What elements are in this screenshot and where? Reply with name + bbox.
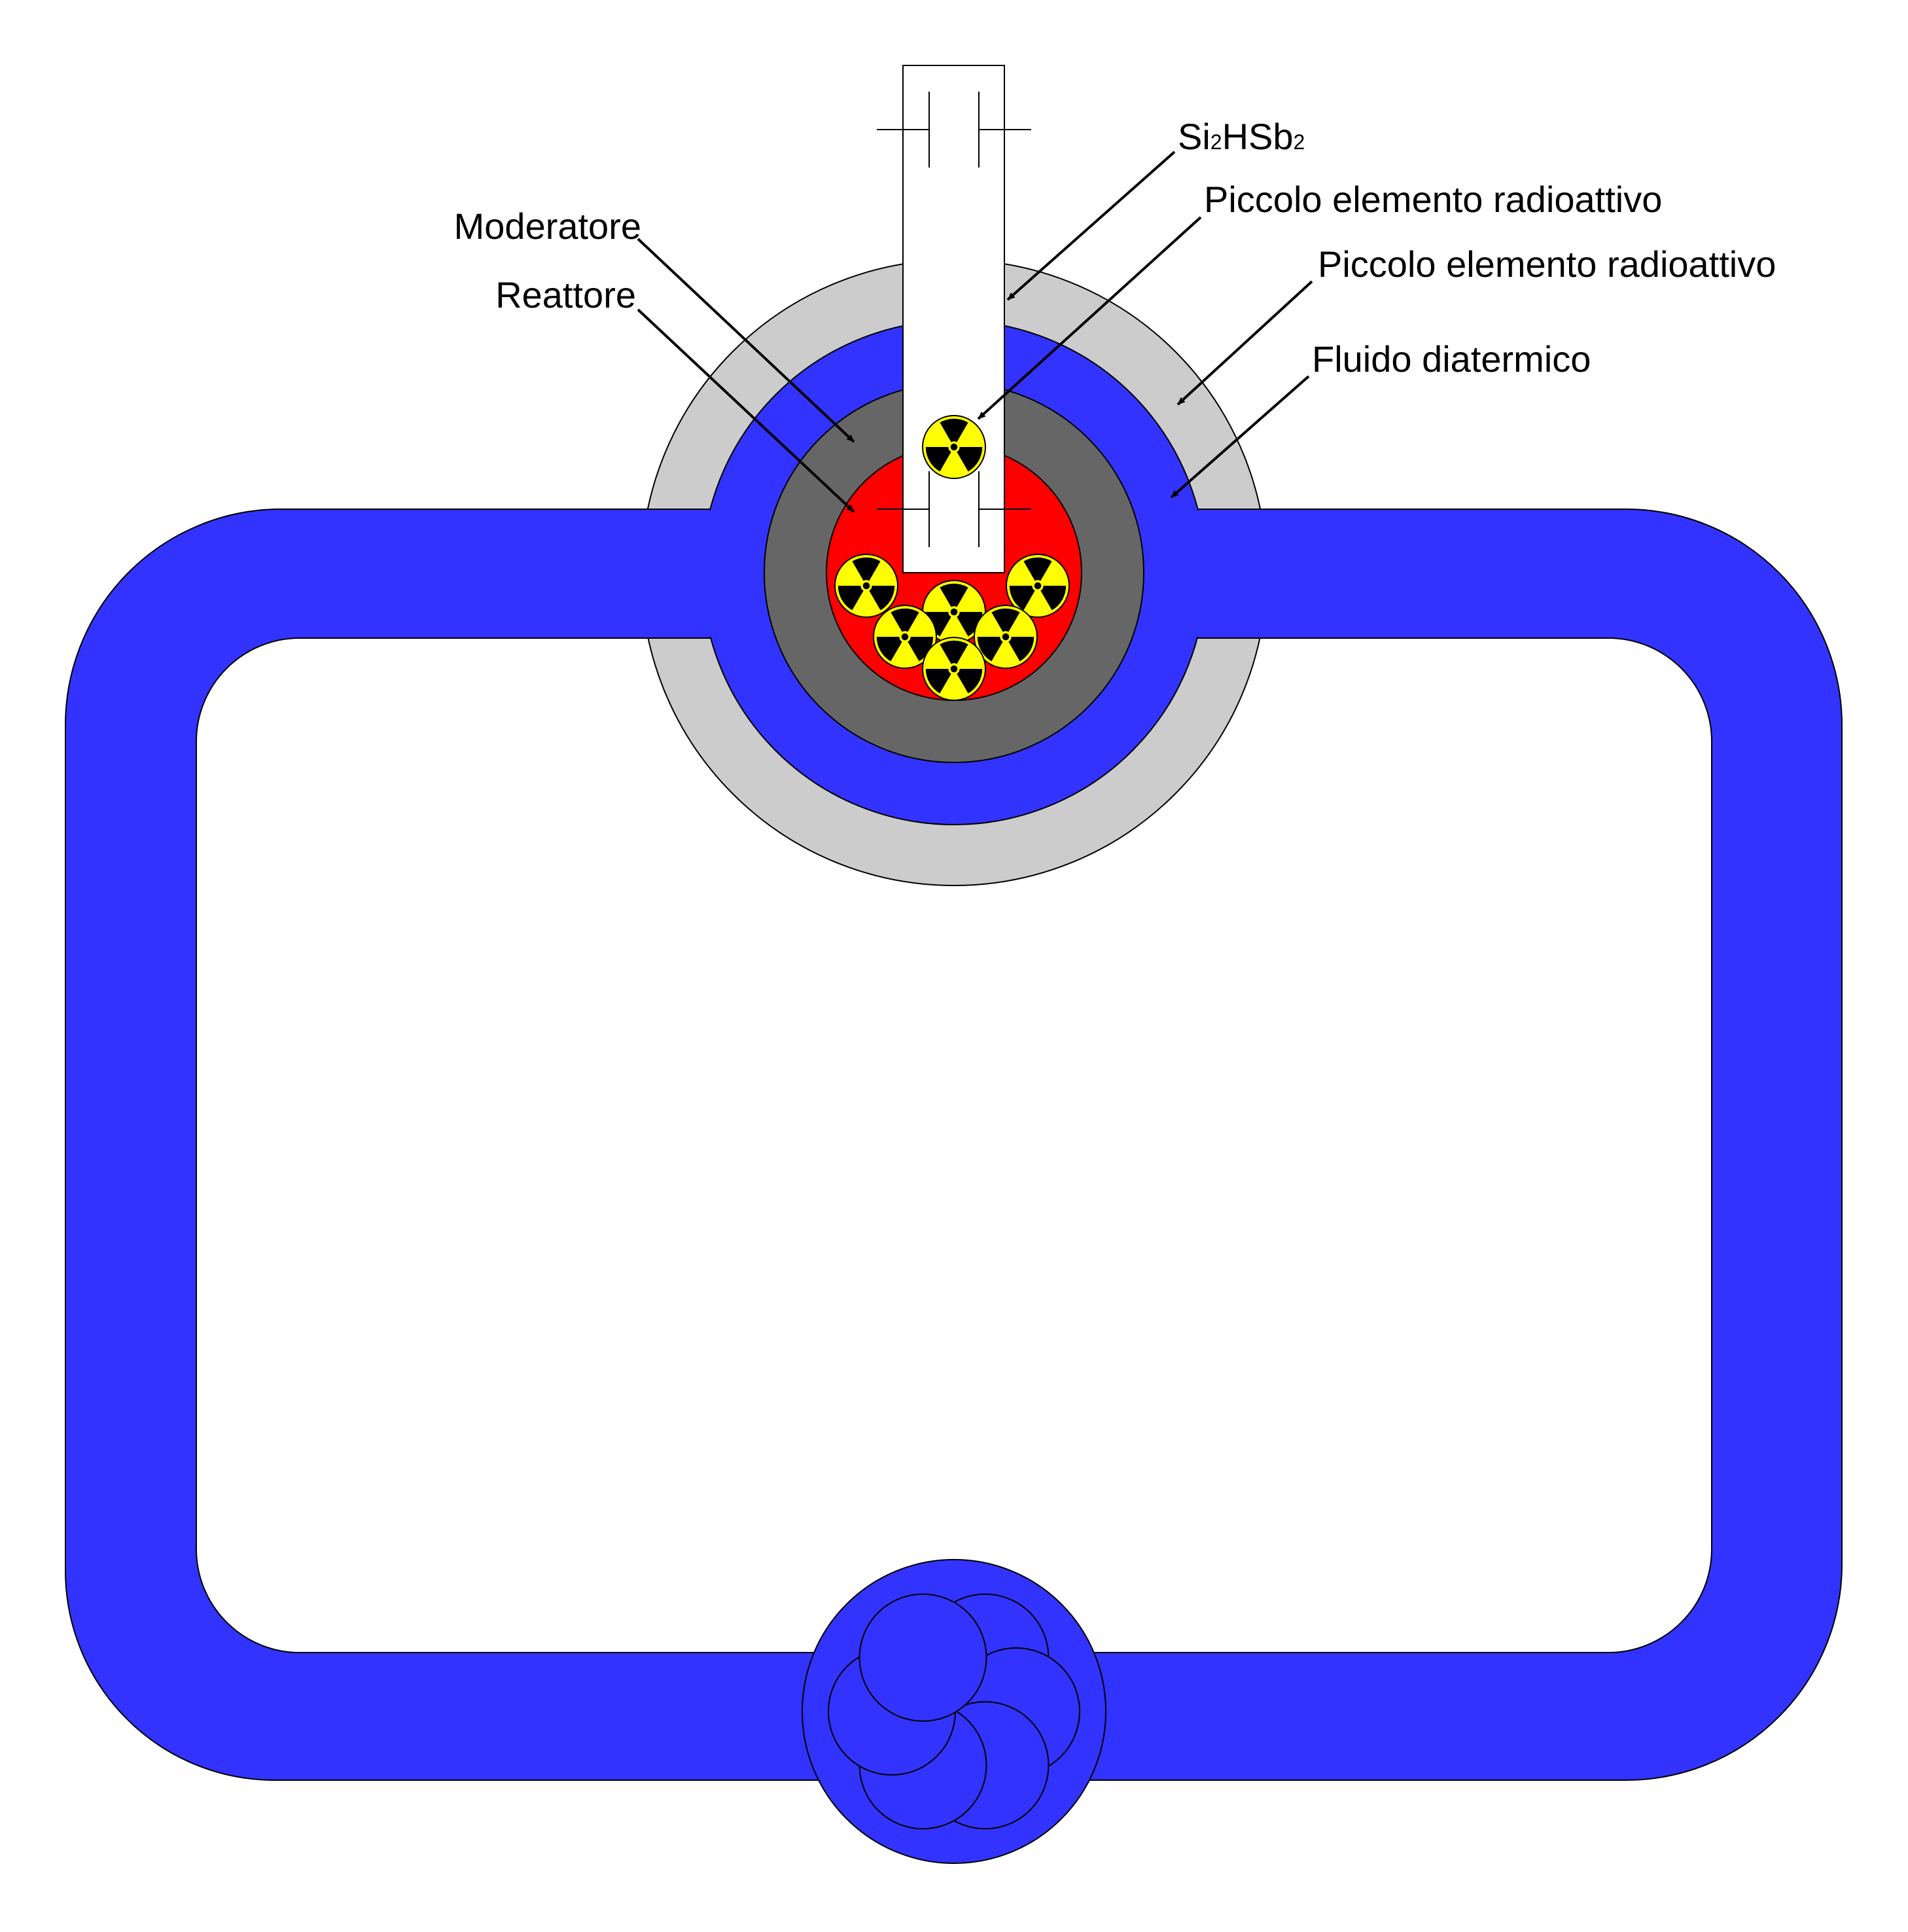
label-si2hsb2: Si2HSb2 bbox=[1178, 116, 1305, 157]
control-rod bbox=[902, 65, 1005, 573]
arrow-piccolo-2 bbox=[1176, 280, 1313, 406]
arrow-piccolo-1 bbox=[977, 216, 1202, 420]
radiation-trefoil-icon bbox=[974, 605, 1038, 669]
arrow-moderatore bbox=[637, 238, 855, 443]
capacitor-symbol-top bbox=[877, 92, 1031, 168]
radiation-trefoil-icon bbox=[922, 580, 986, 644]
label-moderatore: Moderatore bbox=[454, 206, 641, 247]
radiation-trefoil-icon bbox=[922, 415, 986, 479]
radiation-trefoil-icon bbox=[873, 605, 937, 669]
label-fluido-diatermico: Fluido diatermico bbox=[1312, 338, 1591, 380]
label-piccolo-elemento-1: Piccolo elemento radioattivo bbox=[1204, 179, 1662, 220]
label-reattore: Reattore bbox=[495, 274, 636, 315]
coolant-loop bbox=[65, 509, 1843, 1781]
pump-blade bbox=[858, 1593, 987, 1722]
arrow-si2hsb2 bbox=[1006, 151, 1176, 301]
arrow-reattore bbox=[637, 308, 855, 513]
capacitor-symbol-lower bbox=[877, 471, 1031, 547]
label-piccolo-elemento-2: Piccolo elemento radioattivo bbox=[1318, 243, 1776, 285]
pump bbox=[802, 1559, 1106, 1864]
arrow-fluido bbox=[1170, 375, 1310, 499]
radiation-trefoil-icon bbox=[922, 637, 986, 701]
pump-blades bbox=[828, 1593, 1080, 1830]
leader-arrows bbox=[637, 151, 1313, 513]
radiation-trefoil-icon bbox=[1006, 554, 1070, 618]
radiation-trefoil-icon bbox=[834, 554, 898, 618]
fuel-elements bbox=[834, 415, 1070, 701]
